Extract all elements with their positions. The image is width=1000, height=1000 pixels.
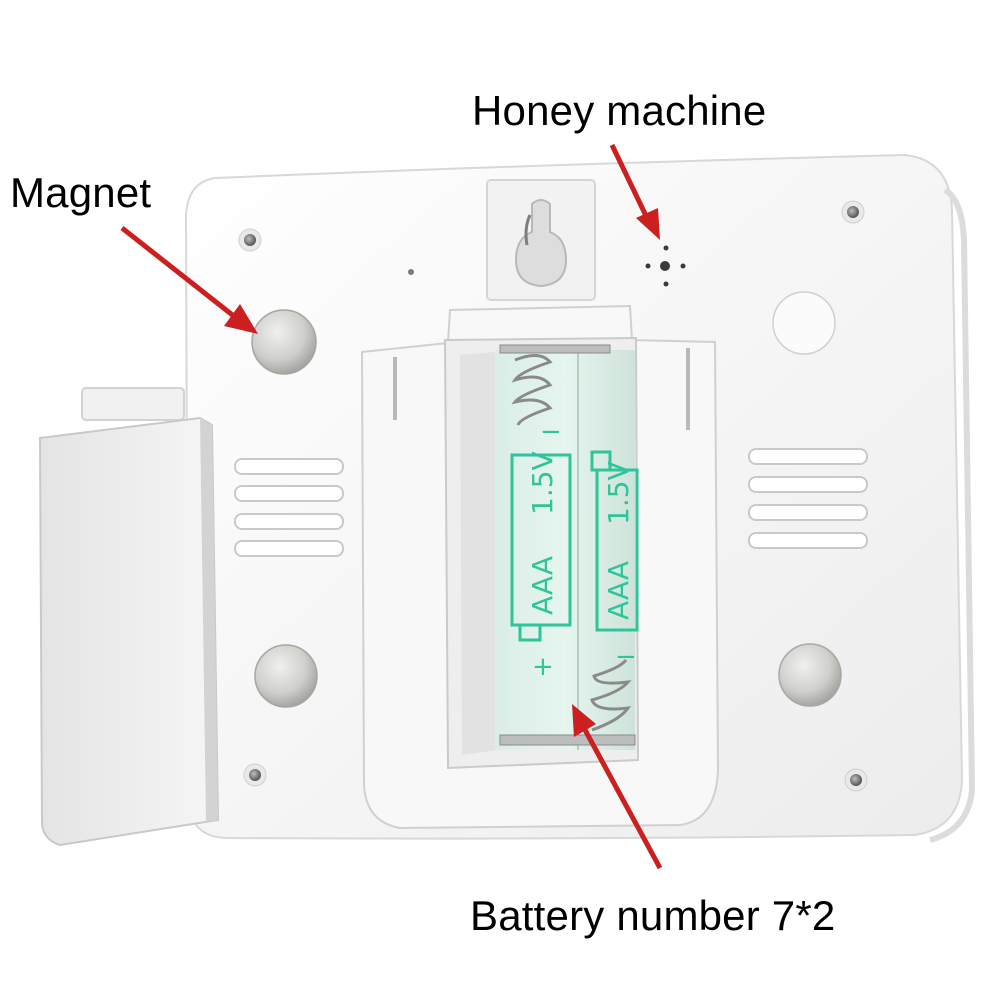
battery-print-text: AAA 1.5V AAA 1.5V + − −	[526, 417, 637, 682]
arrow-battery	[572, 704, 663, 870]
arrow-honey-machine	[609, 143, 660, 240]
magnet-bottom-right	[778, 643, 842, 707]
pin-hole	[408, 269, 414, 275]
polarity-minus: −	[540, 417, 562, 447]
vent-slots-left	[234, 458, 344, 557]
magnet-bottom-left	[254, 644, 318, 708]
battery-type-right: AAA	[602, 561, 635, 620]
buzzer-holes	[645, 245, 686, 287]
vent-slots-right	[748, 448, 868, 549]
magnet-top-left	[251, 309, 317, 375]
battery-spring-bottom	[499, 659, 636, 746]
hanging-hole	[486, 179, 596, 301]
callout-magnet: Magnet	[10, 169, 152, 216]
screw-bottom-left	[243, 763, 267, 787]
battery-door	[38, 387, 220, 847]
arrow-magnet	[120, 226, 258, 334]
screw-top-right	[841, 200, 865, 224]
battery-voltage-left: 1.5V	[526, 451, 559, 515]
magnet-top-right	[772, 291, 836, 355]
screw-bottom-right	[844, 768, 868, 792]
screw-top-left	[238, 228, 262, 252]
battery-spring-top	[499, 344, 611, 426]
battery-type-left: AAA	[526, 556, 559, 615]
battery-print	[510, 450, 639, 642]
battery-compartment	[443, 336, 640, 770]
callout-battery-number: Battery number 7*2	[470, 892, 836, 939]
polarity-plus: +	[532, 652, 554, 682]
battery-voltage-right: 1.5V	[602, 461, 635, 525]
callout-honey-machine: Honey machine	[472, 87, 767, 134]
